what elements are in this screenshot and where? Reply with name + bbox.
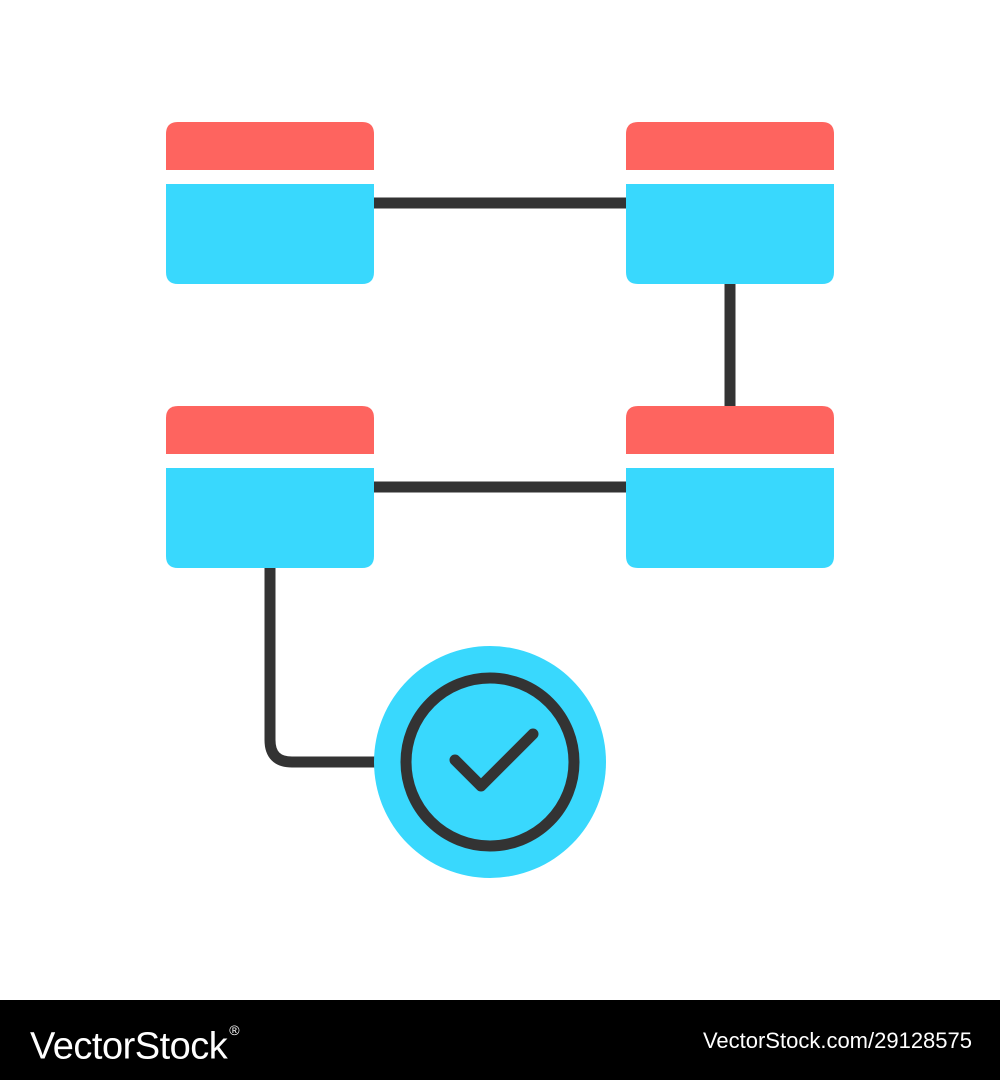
check-badge — [374, 646, 606, 878]
node-bottom-right — [626, 406, 834, 568]
stock-id: VectorStock.com/29128575 — [702, 1028, 972, 1053]
node-header — [626, 406, 834, 454]
check-badge-ring — [400, 672, 580, 852]
node-header — [626, 122, 834, 170]
workflow-diagram — [166, 122, 834, 878]
checkmark-icon — [449, 728, 539, 792]
node-body — [626, 468, 834, 568]
brand-logo: VectorStock® — [30, 1018, 240, 1069]
node-header — [166, 406, 374, 454]
node-top-left — [166, 122, 374, 284]
node-top-right — [626, 122, 834, 284]
diagram-canvas — [166, 122, 834, 878]
node-header — [166, 122, 374, 170]
watermark-footer: VectorStock® VectorStock.com/29128575 — [0, 1000, 1000, 1080]
brand-name: VectorStock — [30, 1025, 228, 1068]
node-body — [626, 184, 834, 284]
node-body — [166, 468, 374, 568]
node-body — [166, 184, 374, 284]
trademark-symbol: ® — [229, 1022, 240, 1038]
connector-to-check — [264, 567, 378, 768]
node-bottom-left — [166, 406, 374, 568]
